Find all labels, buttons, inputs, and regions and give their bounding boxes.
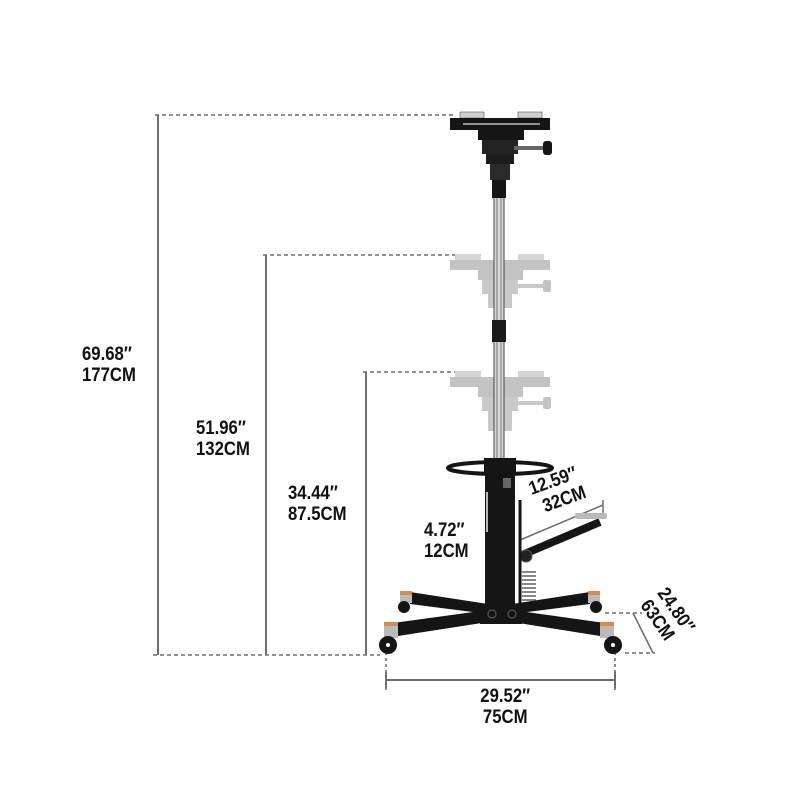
base-width-label: 29.52″ 75CM bbox=[470, 686, 540, 728]
caster-front-right bbox=[600, 622, 622, 654]
mid-height-dimension-line bbox=[263, 254, 455, 655]
caster-back-right bbox=[588, 591, 602, 613]
mid-height-imperial: 51.96″ bbox=[196, 418, 246, 439]
max-height-imperial: 69.68″ bbox=[82, 344, 132, 365]
swivel-casters bbox=[379, 591, 622, 654]
pedal-height-label: 4.72″ 12CM bbox=[424, 520, 469, 562]
min-height-label: 34.44″ 87.5CM bbox=[288, 483, 347, 525]
base-width-imperial: 29.52″ bbox=[480, 686, 531, 707]
telescoping-ram bbox=[492, 194, 506, 461]
hydraulic-cylinder bbox=[485, 470, 515, 610]
max-height-metric: 177CM bbox=[82, 365, 136, 386]
caster-back-left bbox=[398, 591, 412, 613]
mid-height-metric: 132CM bbox=[196, 439, 250, 460]
pedal-height-imperial: 4.72″ bbox=[424, 520, 465, 541]
x-base bbox=[393, 592, 605, 636]
min-height-dimension-line bbox=[363, 371, 455, 655]
foot-pedal bbox=[518, 500, 607, 610]
saddle-top bbox=[450, 111, 552, 198]
caster-front-left bbox=[379, 622, 398, 654]
dimension-lines bbox=[153, 114, 655, 690]
min-height-imperial: 34.44″ bbox=[288, 483, 338, 504]
base-width-dimension-line bbox=[385, 652, 616, 690]
max-height-label: 69.68″ 177CM bbox=[82, 344, 136, 386]
return-spring bbox=[522, 571, 536, 601]
base-width-metric: 75CM bbox=[482, 707, 528, 728]
base-depth-dimension-line bbox=[605, 612, 655, 654]
max-height-dimension-line bbox=[155, 114, 455, 655]
min-height-metric: 87.5CM bbox=[288, 504, 347, 525]
mid-height-label: 51.96″ 132CM bbox=[196, 418, 250, 460]
pedal-height-metric: 12CM bbox=[424, 541, 469, 562]
